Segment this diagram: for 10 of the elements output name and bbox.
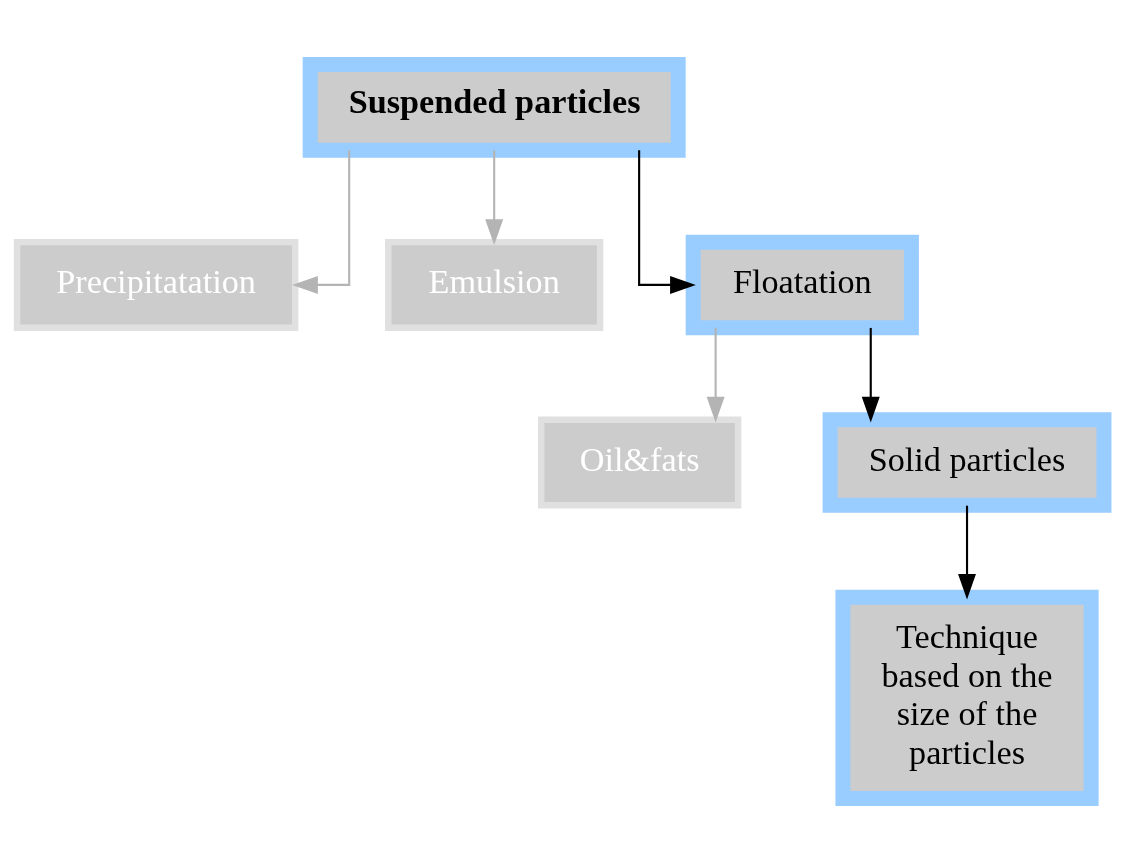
arrow	[706, 327, 725, 423]
arrow	[292, 150, 351, 294]
node-box: Floatation	[685, 234, 919, 336]
arrow	[861, 327, 880, 423]
arrow	[958, 505, 976, 600]
node-box: Suspended particles	[302, 57, 686, 158]
node-box: Solid particles	[822, 412, 1112, 513]
node-box: Technique based on the size of the particles	[835, 589, 1099, 806]
arrow	[485, 150, 504, 245]
arrow	[638, 150, 696, 294]
